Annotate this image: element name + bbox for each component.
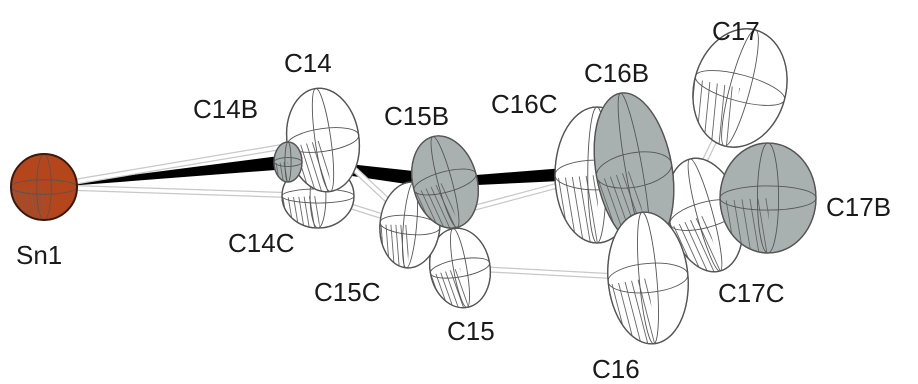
bond-sn1-c14c: [41, 184, 321, 199]
atom-c15b: [411, 135, 479, 236]
atom-c17: [680, 28, 788, 148]
atom-c14b: [273, 141, 303, 183]
label-sn1: Sn1: [16, 240, 62, 270]
label-c14: C14: [284, 48, 332, 78]
label-c15b: C15B: [384, 101, 449, 131]
label-c14c: C14C: [228, 228, 294, 258]
label-c17: C17: [712, 16, 760, 46]
atom-c14: [285, 87, 361, 197]
label-c14b: C14B: [193, 94, 258, 124]
label-c16c: C16C: [491, 89, 557, 119]
label-c16b: C16B: [584, 58, 649, 88]
atom-c17b: [719, 142, 817, 254]
label-layer: Sn1 C14 C14B C14C C15 C15B C15C C16 C16B…: [16, 16, 891, 384]
label-c17c: C17C: [718, 278, 784, 308]
label-c15c: C15C: [314, 277, 380, 307]
label-c17b: C17B: [826, 192, 891, 222]
bond-sn1-c14: [41, 137, 326, 190]
label-c15: C15: [447, 316, 495, 346]
atom-sn1: [10, 153, 78, 221]
label-c16: C16: [592, 354, 640, 384]
